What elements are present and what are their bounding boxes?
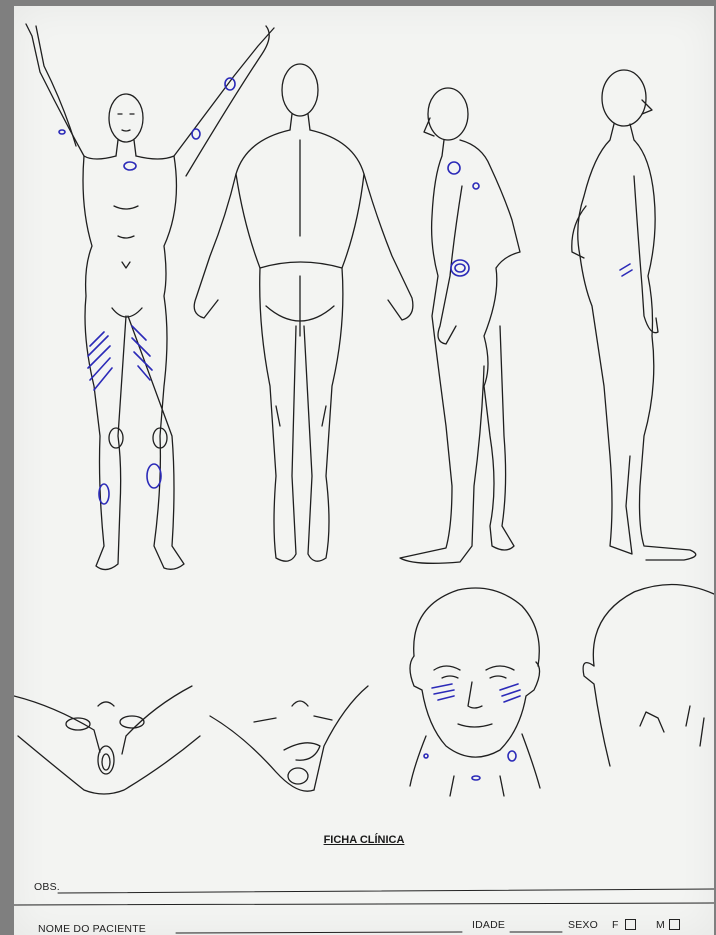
body-side-figure-right <box>572 70 696 560</box>
obs-field[interactable] <box>58 878 698 892</box>
body-side-figure-left <box>400 88 520 563</box>
patient-name-field[interactable] <box>176 918 462 932</box>
sex-male-label: M <box>656 919 665 931</box>
clinical-form-sheet: FICHA CLÍNICA OBS. NOME DO PACIENTE IDAD… <box>14 6 714 935</box>
age-label: IDADE <box>472 919 505 931</box>
sex-female-checkbox[interactable] <box>625 919 636 930</box>
body-back-figure <box>194 64 413 561</box>
sex-female-label: F <box>612 919 619 931</box>
sex-male-checkbox[interactable] <box>669 919 680 930</box>
obs-label: OBS. <box>34 881 60 893</box>
patient-name-line <box>176 932 462 933</box>
body-front-figure <box>26 24 274 570</box>
obs-line-2 <box>14 903 714 905</box>
sex-label: SEXO <box>568 919 598 931</box>
genital-diagram-male <box>210 686 368 791</box>
patient-name-label: NOME DO PACIENTE <box>38 923 146 935</box>
head-back-diagram <box>583 584 714 766</box>
pen-marks <box>59 78 632 780</box>
body-diagrams <box>14 6 714 935</box>
form-title: FICHA CLÍNICA <box>14 834 714 846</box>
head-front-diagram <box>410 588 540 796</box>
age-field[interactable] <box>510 918 562 932</box>
genital-diagram-female <box>14 686 200 794</box>
